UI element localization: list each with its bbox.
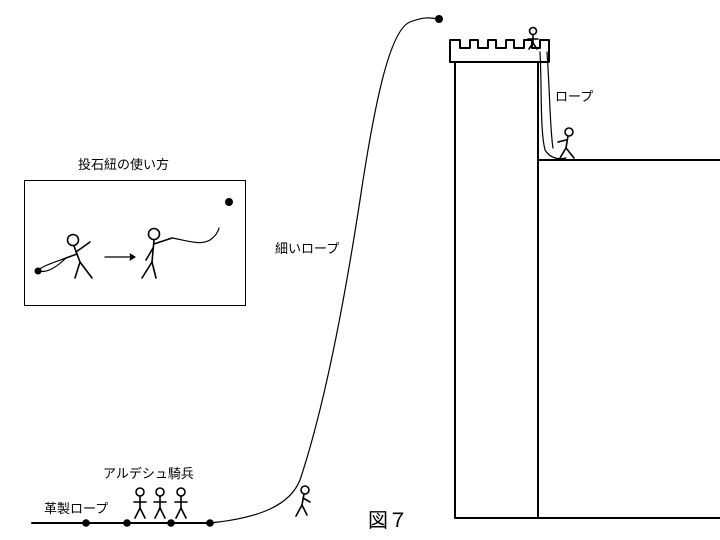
wall-figure (557, 127, 575, 159)
rope-weight-ball (435, 15, 443, 23)
thin-rope-line (209, 17, 439, 524)
leather-rope-ground (31, 519, 214, 527)
arrow-icon (104, 253, 136, 261)
castle-wall (537, 159, 720, 519)
cavalry-figure-2 (153, 487, 167, 519)
rope-label: ロープ (555, 90, 594, 105)
castle-tower (449, 39, 550, 519)
wall-rope (539, 51, 567, 160)
tower-top-figure (527, 26, 539, 50)
sling-figure-start (34, 233, 93, 279)
cavalry-figure-1 (133, 487, 147, 519)
leather-rope-label: 革製ロープ (44, 502, 109, 517)
inset-title: 投石紐の使い方 (78, 158, 170, 173)
sling-inset-frame (24, 180, 246, 306)
cavalry-figure-3 (174, 487, 188, 519)
thin-rope-label: 細いロープ (275, 242, 340, 257)
climber-figure (295, 485, 311, 517)
sling-inset-drawing (34, 198, 233, 279)
sling-stone-icon (225, 198, 233, 206)
figure-caption: 図７ (368, 508, 408, 532)
sling-figure-release (141, 227, 220, 279)
cavalry-label: アルデシュ騎兵 (103, 467, 194, 482)
